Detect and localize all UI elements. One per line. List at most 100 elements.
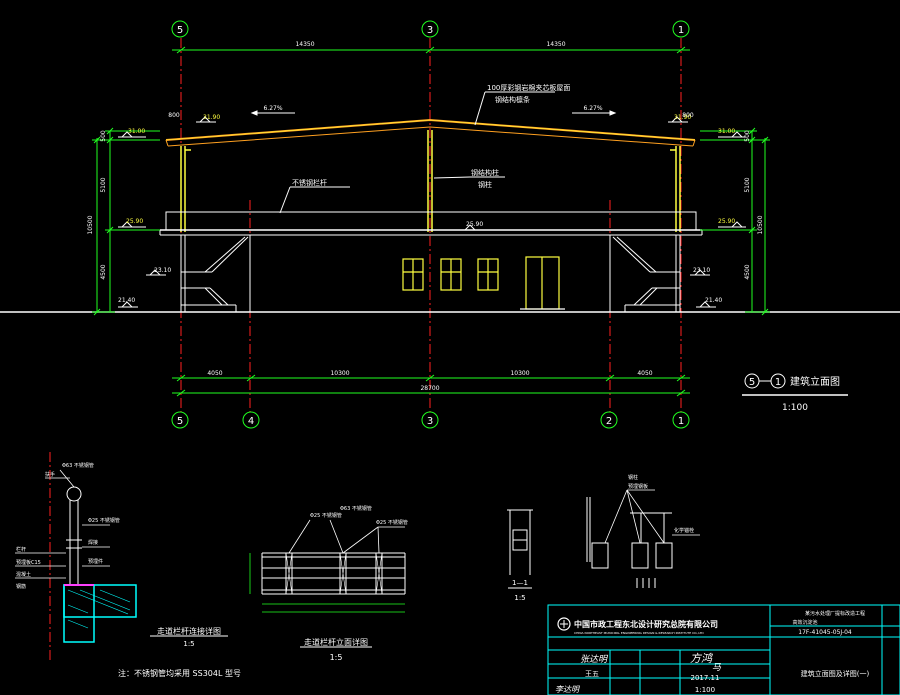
detail-railing-connection [49,452,137,660]
elevation-title-text: 建筑立面图 [790,375,840,388]
level-text: 31.90 [203,114,220,121]
level-text: 23.10 [693,267,710,274]
dimension-right [700,127,770,316]
elevation-scale: 1:100 [782,403,808,413]
level-text: 23.10 [154,267,171,274]
company-logo [557,617,571,631]
dim-text: 14350 [295,41,314,48]
level-text: 31.90 [674,114,691,121]
right-stair [612,235,681,312]
drawing-title: 建筑立面图及详图(一) [801,669,870,678]
leaders [279,91,555,214]
signature: 方鸿 [690,652,713,665]
dim-text: 4050 [207,370,222,377]
level-text: 25.90 [466,221,483,228]
dim-text: 5100 [744,177,751,192]
company-name-en: CHINA NORTHEAST MUNICIPAL ENGINEERING DE… [574,631,704,635]
detail2-label: Φ25 不锈钢管 [310,512,342,519]
dim-text: 10300 [330,370,349,377]
dim-text: 4500 [100,264,107,279]
drawing-number: 17F-41045-05J-04 [798,629,852,636]
detail1-label: 预埋件 [88,558,103,565]
signature: 李达明 [555,685,581,694]
detail1-scale: 1:5 [183,640,194,648]
dim-text: 500 [744,130,751,142]
detail2-title: 走道栏杆立面详图 [304,637,368,647]
dim-text: 10500 [87,215,94,234]
axis-label: 5 [177,25,183,36]
level-text: 31.00 [128,128,145,135]
signature: 王五 [585,670,599,678]
detail-column-base [586,497,673,588]
title-axis: 1 [775,377,781,388]
elevation-title [742,373,848,396]
slope-text: 6.27% [583,105,602,112]
detail-section-1-1 [507,509,533,575]
detail2-label: Φ25 不锈钢管 [376,519,408,526]
dim-text: 10500 [757,215,764,234]
detail1-label: Φ25 不锈钢管 [88,517,120,524]
dim-text: 10300 [510,370,529,377]
detail1-title: 走道栏杆连接详图 [157,626,221,636]
dim-text: 4050 [637,370,652,377]
slope-arrows [250,110,617,116]
note-railing: 不锈钢栏杆 [292,178,327,187]
roof [165,118,696,147]
building-body [159,211,703,312]
detail3-scale: 1:5 [514,594,525,602]
title-date: 2017.11 [691,674,720,682]
dim-text: 4500 [744,264,751,279]
project-name: 某污水处理厂提标改造工程 [805,610,865,617]
axis-label: 1 [678,25,684,36]
signature: 马 [712,662,722,673]
dim-text: 800 [168,112,180,119]
windows [402,258,499,291]
detail1-label: Φ63 不锈钢管 [62,462,94,469]
signature: 张达明 [580,654,609,665]
dim-text: 5100 [100,177,107,192]
level-text: 21.40 [118,297,135,304]
slope-text: 6.27% [263,105,282,112]
detail3-label: 1—1 [512,579,528,587]
detail4-label: 化学锚栓 [674,527,694,534]
detail4-label: 预埋钢板 [628,483,648,490]
title-axis: 5 [749,377,755,388]
level-text: 21.40 [705,297,722,304]
detail1-label: 扶手 [45,471,55,478]
company-name: 中国市政工程东北设计研究总院有限公司 [574,619,718,629]
axis-label: 5 [177,416,183,427]
detail1-label: 焊接 [88,539,98,546]
dimension-bottom [172,374,690,397]
detail4-label: 钢柱 [628,474,638,481]
dimension-top [172,46,690,54]
detail2-scale: 1:5 [330,653,343,662]
detail1-label: 混凝土 [16,571,31,578]
detail2-leaders [288,519,405,554]
detail-railing-elevation [261,552,406,595]
sub-project: 高效沉淀池 [792,619,817,626]
axis-label: 2 [606,416,612,427]
left-stair [180,235,249,312]
detail1-leaders [15,469,110,579]
axis-label: 1 [678,416,684,427]
dimension-left [92,127,160,316]
note-roof-sub: 钢结构檩条 [495,95,530,104]
axis-label: 4 [248,416,254,427]
note-column-sub: 钢柱 [478,180,492,189]
level-text: 31.00 [718,128,735,135]
axis-label: 3 [427,25,433,36]
grid-axes [180,38,682,412]
note-column: 钢结构柱 [471,168,499,177]
detail2-label: Φ63 不锈钢管 [340,505,372,512]
detail4-leaders [604,489,700,544]
level-text: 25.90 [126,218,143,225]
title-scale: 1:100 [695,686,715,694]
general-note: 注：不锈钢管均采用 SS304L 型号 [118,668,241,678]
axis-bubbles-top: 5 3 1 [171,20,690,38]
note-roof: 100厚彩钢岩棉夹芯板屋面 [487,83,570,92]
dim-text: 14350 [546,41,565,48]
detail1-label: 栏杆 [16,546,26,553]
axis-label: 3 [427,416,433,427]
dim-text: 500 [100,130,107,142]
